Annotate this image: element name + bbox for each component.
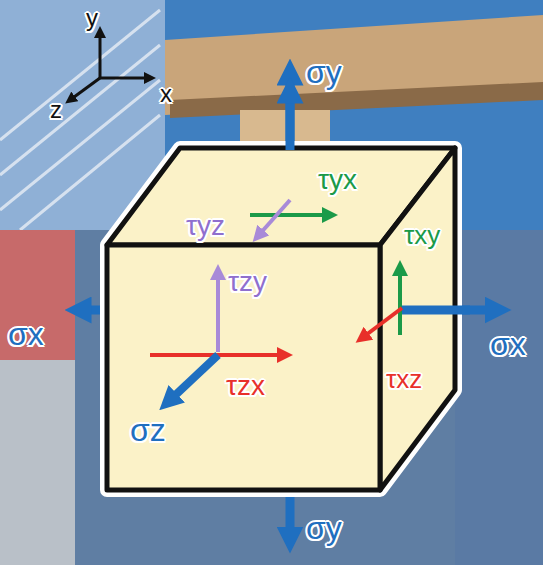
- stress-label: σy: [306, 512, 342, 544]
- beam-shadow: [170, 82, 543, 118]
- stress-cube: [107, 148, 455, 490]
- shear-arrow: [398, 268, 402, 335]
- stress-label: τzy: [228, 268, 267, 296]
- stress-label: τyz: [186, 212, 225, 240]
- background-panel: [455, 230, 543, 565]
- shear-arrow: [216, 272, 220, 352]
- shear-arrow: [362, 308, 402, 338]
- normal-stress-arrow: [286, 90, 295, 150]
- stress-label: σx: [8, 318, 44, 350]
- background-panel: [0, 230, 75, 360]
- shear-arrow: [258, 200, 290, 236]
- stress-label: σy: [306, 56, 342, 88]
- normal-stress-arrow: [400, 306, 470, 315]
- stress-label: σz: [130, 414, 166, 446]
- axis-label: z: [50, 98, 62, 122]
- shear-arrow: [250, 213, 330, 217]
- background-panel: [0, 360, 75, 565]
- normal-stress-arrows: [78, 72, 498, 540]
- stress-label: τxz: [386, 366, 422, 392]
- axis-label: y: [86, 6, 98, 30]
- normal-stress-arrow: [168, 355, 218, 402]
- stress-label: σx: [490, 328, 526, 360]
- stress-label: τyx: [318, 166, 357, 194]
- stress-label: τzx: [226, 372, 265, 400]
- axis-label: x: [160, 82, 172, 106]
- axis-triad: [70, 32, 150, 100]
- stress-label: τxy: [404, 222, 440, 248]
